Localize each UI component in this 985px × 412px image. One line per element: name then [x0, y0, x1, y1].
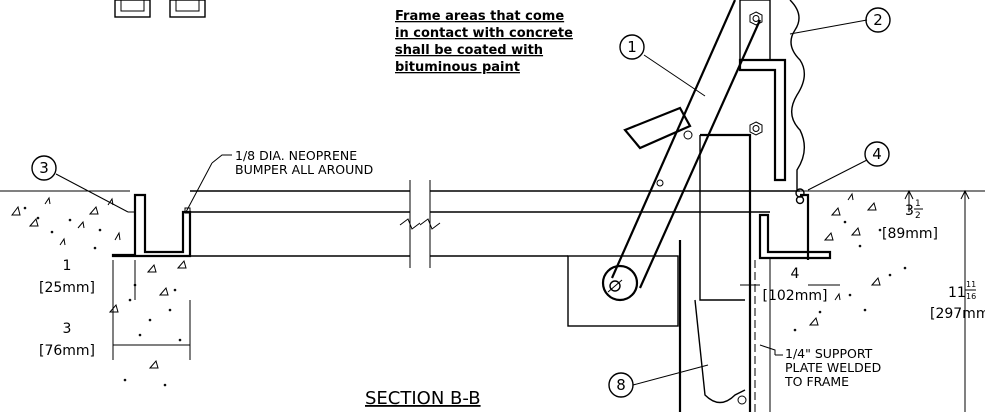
coating-note: Frame areas that come in contact with co…	[395, 9, 573, 75]
frame-right	[738, 0, 832, 260]
svg-text:PLATE WELDED: PLATE WELDED	[785, 360, 881, 375]
svg-text:[76mm]: [76mm]	[39, 343, 95, 359]
bumper-label: 1/8 DIA. NEOPRENE BUMPER ALL AROUND	[235, 148, 373, 177]
break-lines	[399, 180, 800, 268]
callout-8: 8	[608, 372, 634, 398]
dimension-lines-left	[112, 260, 191, 360]
frame-left	[111, 190, 410, 258]
callout-1: 1	[619, 34, 645, 60]
svg-text:1/8 DIA. NEOPRENE: 1/8 DIA. NEOPRENE	[235, 148, 357, 163]
svg-text:bituminous paint: bituminous paint	[395, 60, 520, 75]
svg-text:3: 3	[905, 203, 914, 219]
callout-3: 3	[31, 155, 57, 181]
dimension-lines-right	[740, 189, 975, 412]
svg-text:[25mm]: [25mm]	[39, 280, 95, 296]
svg-text:Frame areas that come: Frame areas that come	[395, 9, 564, 24]
svg-text:TO FRAME: TO FRAME	[784, 374, 849, 389]
concrete-hatch-left	[11, 196, 187, 387]
svg-text:1/4" SUPPORT: 1/4" SUPPORT	[785, 346, 873, 361]
svg-text:2: 2	[915, 211, 921, 221]
svg-text:1: 1	[627, 38, 637, 56]
svg-text:in contact with concrete: in contact with concrete	[395, 26, 573, 41]
svg-text:[89mm]: [89mm]	[882, 226, 938, 242]
support-housing	[567, 133, 771, 412]
svg-text:4: 4	[872, 145, 882, 163]
svg-text:[102mm]: [102mm]	[763, 288, 828, 304]
svg-text:3: 3	[63, 321, 72, 337]
callout-4: 4	[864, 141, 890, 167]
concrete-hatch-right	[793, 192, 907, 332]
svg-text:16: 16	[966, 292, 976, 301]
svg-text:3: 3	[39, 159, 49, 177]
dim-3-inch: 3 [76mm]	[39, 321, 95, 359]
dim-3-1-2-inch: 3 1 2 [89mm]	[882, 199, 938, 242]
section-title: SECTION B-B	[365, 388, 481, 409]
svg-text:4: 4	[791, 266, 800, 282]
dim-4-inch: 4 [102mm]	[763, 266, 828, 304]
svg-text:11: 11	[948, 285, 966, 301]
dim-11-11-16-inch: 11 11 16 [297mm]	[930, 280, 985, 322]
svg-text:shall be coated with: shall be coated with	[395, 43, 543, 58]
dim-1-inch: 1 [25mm]	[39, 258, 95, 296]
svg-text:1: 1	[915, 199, 921, 209]
svg-text:[297mm]: [297mm]	[930, 306, 985, 322]
svg-text:2: 2	[873, 11, 883, 29]
svg-text:11: 11	[966, 280, 976, 289]
leader-lines	[55, 19, 868, 386]
svg-text:8: 8	[616, 376, 626, 394]
top-hardware-detail	[114, 0, 206, 18]
svg-text:1: 1	[63, 258, 72, 274]
support-plate-label: 1/4" SUPPORT PLATE WELDED TO FRAME	[784, 346, 881, 389]
callout-2: 2	[865, 7, 891, 33]
svg-text:BUMPER ALL AROUND: BUMPER ALL AROUND	[235, 162, 373, 177]
